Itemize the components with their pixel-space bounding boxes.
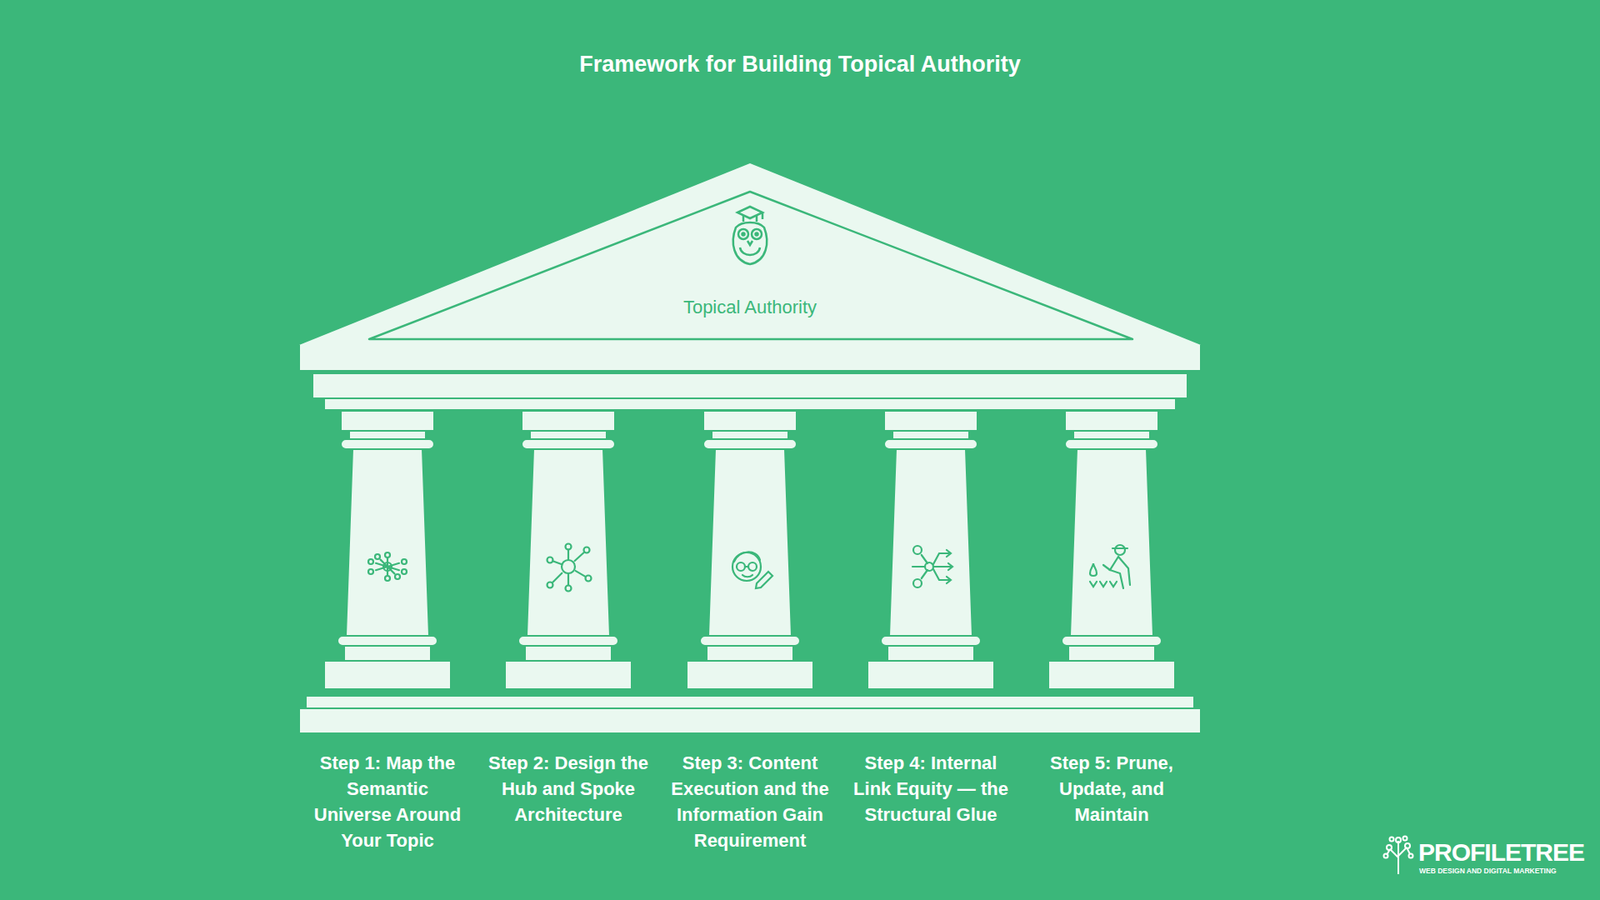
step-label: Step 3: Content Execution and the Inform…: [668, 750, 832, 854]
pillar: Step 4: Internal Link Equity — the Struc…: [867, 410, 995, 695]
pillar-shape: [505, 410, 632, 695]
pillar: Step 1: Map the Semantic Universe Around…: [324, 410, 451, 695]
pillar-shape: [686, 410, 814, 695]
pediment: Topical Authority: [299, 163, 1201, 345]
pillar-shape: [1048, 410, 1175, 695]
entablature: [312, 373, 1188, 399]
stylobate: [305, 695, 1195, 709]
pillar: Step 5: Prune, Update, and Maintain: [1048, 410, 1175, 695]
logo-wordmark: PROFILETREE: [1418, 838, 1585, 867]
pediment-label: Topical Authority: [299, 296, 1201, 319]
pediment-shape: [299, 163, 1201, 345]
pillar-shape: [867, 410, 995, 695]
title: Framework for Building Topical Authority: [0, 51, 1600, 78]
step-label: Step 2: Design the Hub and Spoke Archite…: [486, 750, 650, 828]
logo-tree: [1384, 836, 1414, 875]
pillar-icon: [547, 544, 592, 592]
base-step: [299, 708, 1201, 734]
step-label: Step 1: Map the Semantic Universe Around…: [305, 750, 470, 854]
pillar: Step 3: Content Execution and the Inform…: [686, 410, 814, 695]
architrave: [324, 398, 1176, 410]
pillar-icon: [912, 545, 953, 588]
step-label: Step 4: Internal Link Equity — the Struc…: [849, 750, 1013, 828]
pillar-shape: [324, 410, 451, 695]
logo-tagline: WEB DESIGN AND DIGITAL MARKETING: [1419, 866, 1557, 875]
cornice: [299, 344, 1201, 371]
pillar: Step 2: Design the Hub and Spoke Archite…: [505, 410, 632, 695]
pillar-icon: [368, 552, 407, 581]
owl-icon: [733, 206, 767, 265]
step-label: Step 5: Prune, Update, and Maintain: [1030, 750, 1194, 828]
pillar-icon: [1090, 545, 1130, 589]
pillar-icon: [732, 551, 773, 589]
